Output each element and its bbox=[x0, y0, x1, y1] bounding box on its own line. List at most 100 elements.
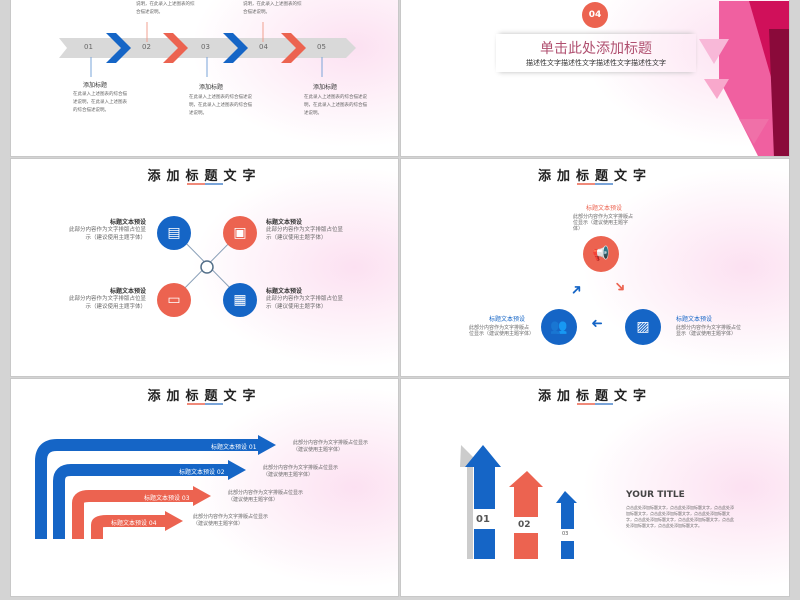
chevron-blue-1 bbox=[106, 33, 131, 63]
slide-cycle[interactable]: 添加标题文字 标题文本预设 此部分内容作为文字排版占 位显示（建议使用主题字 体… bbox=[400, 158, 790, 377]
growth-arrow-01 bbox=[465, 445, 501, 559]
item-head: 标题文本预设 bbox=[266, 219, 303, 226]
title-underline bbox=[577, 183, 613, 185]
bar-label-02: 02 bbox=[518, 520, 531, 530]
slide-title: 添加标题文字 bbox=[537, 389, 652, 404]
arrowhead-01 bbox=[258, 435, 276, 455]
step-03: 03 bbox=[201, 43, 210, 51]
section-title[interactable]: 单击此处添加标题 bbox=[540, 41, 652, 57]
item-desc-top: 此部分内容作为文字排版占 位显示（建议使用主题字 体） bbox=[573, 214, 633, 232]
ticket-icon: ▨ bbox=[625, 309, 661, 345]
item-tr: 标题文本预设 此部分内容作为文字排版占位显 示（建议使用主题字体） bbox=[266, 217, 381, 242]
arrow-desc-02: 此部分内容作为文字排版占位显示（建议使用主题字体） bbox=[263, 465, 338, 479]
pink-background bbox=[178, 0, 398, 156]
title-underline bbox=[186, 403, 223, 405]
step-05: 05 bbox=[317, 43, 326, 51]
triangle-mosaic bbox=[699, 1, 789, 156]
growth-arrows-graphic bbox=[460, 445, 577, 559]
item-desc: 位显示（建议使用主题字 bbox=[573, 220, 629, 226]
slide-title: 添加标题文字 bbox=[537, 169, 652, 184]
item-head: 标题文本预设 bbox=[266, 288, 303, 295]
slide-title: 添加标题文字 bbox=[147, 389, 262, 404]
desc: 此部分内容作为文字排版占位显示 bbox=[293, 440, 369, 446]
item-desc: 此部分内容作为文字排版占 bbox=[573, 214, 634, 220]
body-text: 点击此处添加标题文字，点击此处添加标题文字，点击此处添加标题文字，点击此处添加标… bbox=[626, 505, 734, 528]
bent-arrow-03 bbox=[72, 490, 194, 539]
your-title: YOUR TITLE bbox=[626, 490, 685, 500]
slide-bent-arrows[interactable]: 添加标题文字 标题文本预设 01 标题文本预设 02 标题文本预设 03 标题文… bbox=[10, 378, 399, 597]
item-desc: 示（建议使用主题字体） bbox=[266, 304, 327, 310]
slide-title: 添加标题文字 bbox=[147, 169, 262, 184]
item-desc: 显示（建议使用主题字体） bbox=[676, 331, 737, 337]
label-band-03 bbox=[561, 529, 574, 541]
arrow-label-03: 标题文本预设 03 bbox=[144, 495, 190, 502]
item-desc: 体） bbox=[573, 226, 584, 232]
arrow-label-04: 标题文本预设 04 bbox=[111, 520, 157, 527]
item-desc: 示（建议使用主题字体） bbox=[85, 235, 146, 241]
bent-arrow-01 bbox=[35, 439, 259, 539]
item-tl: 标题文本预设 此部分内容作为文字排版占位显 示（建议使用主题字体） bbox=[31, 217, 146, 242]
label-1: 添加标题 bbox=[83, 82, 108, 89]
item-desc: 此部分内容作为文字排版占位显 bbox=[266, 296, 344, 302]
item-head-top: 标题文本预设 bbox=[586, 205, 623, 212]
desc-1: 在此录入上述图表的综合描述说明，在此录入上述图表的综合描述说明。 bbox=[73, 92, 127, 113]
arrowhead-03 bbox=[193, 486, 211, 506]
bent-arrow-02 bbox=[53, 464, 229, 539]
item-br: 标题文本预设 此部分内容作为文字排版占位显 示（建议使用主题字体） bbox=[266, 286, 381, 311]
item-desc-right: 此部分内容作为文字排版占位 显示（建议使用主题字体） bbox=[676, 325, 741, 337]
arrowhead-04 bbox=[165, 511, 183, 531]
slide-four-items[interactable]: 添加标题文字 ▤ ▣ ▭ ▦ 标题文本预设 此部分内容作为文字排版占位显 示（建… bbox=[10, 158, 399, 377]
desc: （建议使用主题字体） bbox=[293, 447, 344, 453]
slide-growth-arrows[interactable]: 添加标题文字 01 02 03 YOUR TITLE 点击此处添加标题文字，点击… bbox=[400, 378, 790, 597]
desc: 此部分内容作为文字排版占位显示 bbox=[263, 465, 339, 471]
item-desc: 此部分内容作为文字排版占位 bbox=[676, 325, 742, 331]
arrow-desc-01: 此部分内容作为文字排版占位显示（建议使用主题字体） bbox=[293, 440, 368, 454]
desc-2: 在此录入上述图表的综合描述说明，在此录入上述图表的综合描述说明。 bbox=[189, 95, 252, 116]
timeline-band bbox=[59, 38, 356, 58]
step-02: 02 bbox=[142, 43, 151, 51]
chevron-red-1 bbox=[163, 33, 188, 63]
pink-background bbox=[569, 379, 789, 596]
calendar-icon: ▦ bbox=[223, 283, 257, 317]
item-head: 标题文本预设 bbox=[109, 288, 146, 295]
bent-arrow-04 bbox=[91, 515, 166, 539]
chevron-blue-2 bbox=[223, 33, 248, 63]
desc: （建议使用主题字体） bbox=[228, 497, 279, 503]
bar-label-03: 03 bbox=[562, 531, 569, 537]
arrow-desc-03: 此部分内容作为文字排版占位显示（建议使用主题字体） bbox=[228, 490, 303, 504]
id-card-icon: ▭ bbox=[157, 283, 191, 317]
arrow-left-icon: ➜ bbox=[591, 315, 603, 331]
item-head: 标题文本预设 bbox=[109, 219, 146, 226]
megaphone-icon: 📢 bbox=[583, 236, 619, 272]
connector-lines bbox=[173, 230, 242, 300]
slide-section-04[interactable]: 04 单击此处添加标题 描述性文字描述性文字描述性文字描述性文字 bbox=[400, 0, 790, 157]
chevron-red-2 bbox=[281, 33, 306, 63]
label-2: 添加标题 bbox=[199, 84, 224, 91]
item-head-right: 标题文本预设 bbox=[676, 316, 713, 323]
documents-icon: ▤ bbox=[157, 216, 191, 250]
item-head-left: 标题文本预设 bbox=[489, 316, 526, 323]
item-desc: 位显示（建议使用主题字体） bbox=[469, 331, 535, 337]
growth-arrow-03 bbox=[556, 491, 577, 559]
pink-background bbox=[178, 159, 398, 376]
item-desc: 此部分内容作为文字排版占位显 bbox=[68, 296, 146, 302]
arrow-desc-04: 此部分内容作为文字排版占位显示（建议使用主题字体） bbox=[193, 514, 268, 528]
label-3: 添加标题 bbox=[313, 84, 338, 91]
section-number-badge: 04 bbox=[582, 2, 608, 28]
arrow-label-02: 标题文本预设 02 bbox=[179, 469, 225, 476]
arrow-label-01: 标题文本预设 01 bbox=[211, 444, 257, 451]
item-desc-left: 此部分内容作为文字排版占 位显示（建议使用主题字体） bbox=[469, 325, 534, 337]
item-desc: 示（建议使用主题字体） bbox=[266, 235, 327, 241]
step-04: 04 bbox=[259, 43, 268, 51]
slide-timeline[interactable]: 说明，在此录入上述图表的综合描述说明。 说明，在此录入上述图表的综合描述说明。 … bbox=[10, 0, 399, 157]
item-desc: 示（建议使用主题字体） bbox=[85, 304, 146, 310]
item-bl: 标题文本预设 此部分内容作为文字排版占位显 示（建议使用主题字体） bbox=[31, 286, 146, 311]
top-desc-2: 说明，在此录入上述图表的综合描述说明。 bbox=[243, 2, 302, 15]
title-underline bbox=[577, 403, 613, 405]
item-desc: 此部分内容作为文字排版占位显 bbox=[68, 227, 146, 233]
pink-background bbox=[178, 379, 398, 596]
step-01: 01 bbox=[84, 43, 93, 51]
group-icon: 👥 bbox=[541, 309, 577, 345]
center-node bbox=[200, 260, 214, 274]
bar-label-01: 01 bbox=[476, 514, 490, 525]
